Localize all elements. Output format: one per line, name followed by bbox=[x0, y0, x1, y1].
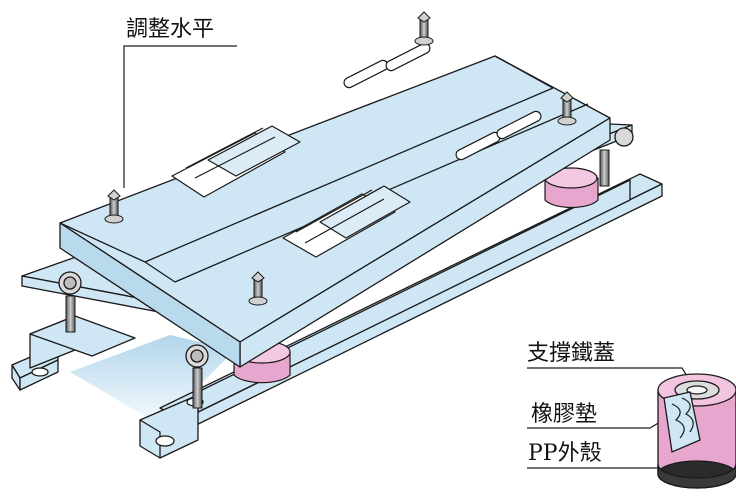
label-rubber-pad: 橡膠墊 bbox=[531, 402, 598, 427]
threaded-rods bbox=[65, 149, 610, 409]
bolt-back-left bbox=[414, 11, 434, 46]
bolt-front-right bbox=[248, 271, 268, 306]
upper-frame bbox=[59, 55, 611, 368]
bolt-back-right bbox=[557, 91, 577, 126]
left-base-rail bbox=[11, 315, 136, 391]
slots bbox=[343, 42, 542, 161]
bolt-front-left bbox=[104, 189, 124, 224]
rubber-mount-back bbox=[544, 167, 599, 209]
label-support-iron-cover: 支撐鐵蓋 bbox=[527, 341, 616, 366]
leader-level-adjust bbox=[123, 45, 237, 188]
label-level-adjust: 調整水平 bbox=[126, 17, 215, 42]
mount-cutaway-detail bbox=[657, 373, 736, 489]
window-cutouts bbox=[171, 125, 411, 258]
label-pp-shell: PP外殼 bbox=[528, 441, 602, 466]
leveling-bolts bbox=[104, 11, 577, 306]
